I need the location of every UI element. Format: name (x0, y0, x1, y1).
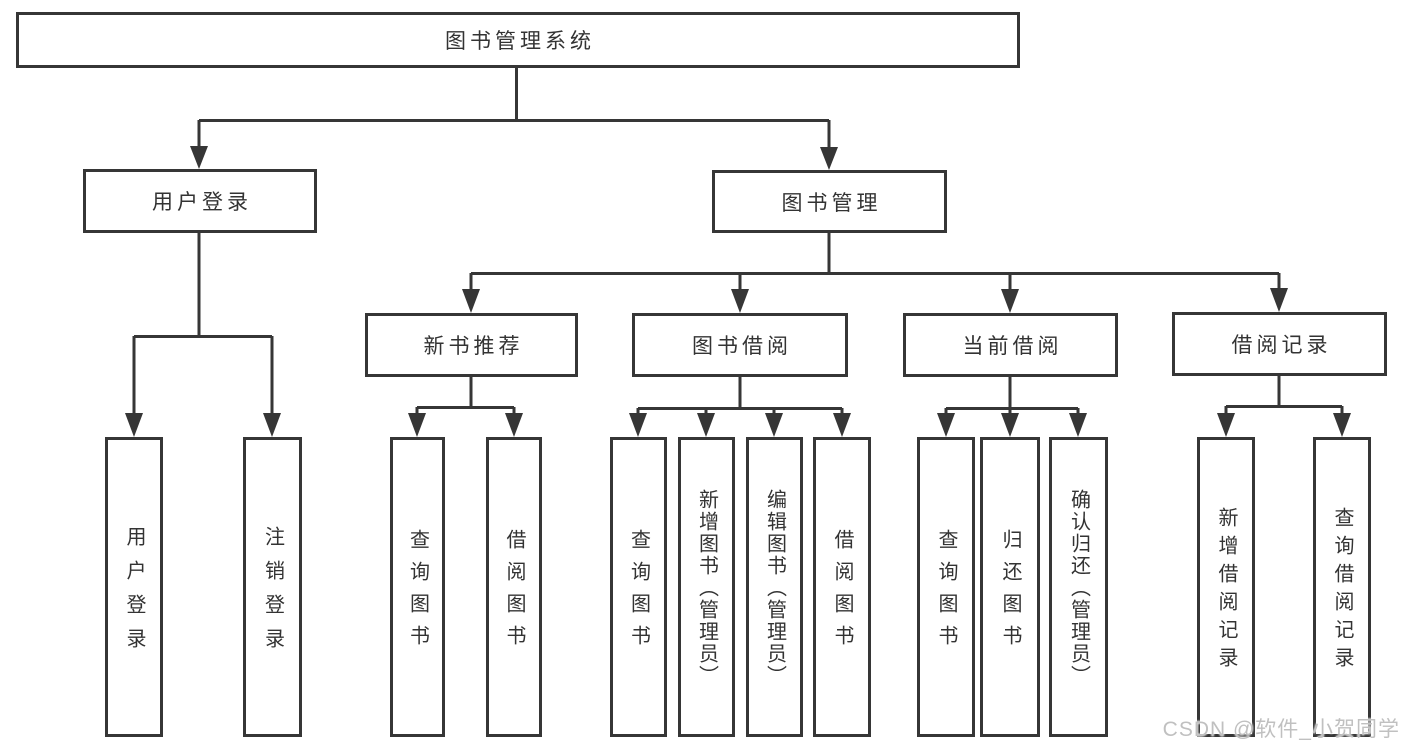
node-leaf-query-borrow-record: 查询借阅记录 (1313, 437, 1371, 737)
node-leaf-query-books-2: 查询图书 (610, 437, 667, 737)
leaf-label: 用户登录 (123, 526, 145, 662)
arrowhead (462, 289, 480, 313)
node-current-borrow: 当前借阅 (903, 313, 1118, 377)
leaf-label: 查询图书 (406, 529, 429, 657)
arrowhead (1069, 413, 1087, 437)
csdn-watermark: CSDN @软件_小贺同学 (1162, 718, 1400, 741)
node-new-book: 新书推荐 (365, 313, 578, 377)
node-root: 图书管理系统 (16, 12, 1020, 68)
node-leaf-add-borrow-record: 新增借阅记录 (1197, 437, 1255, 737)
node-leaf-borrow-books-2: 借阅图书 (813, 437, 871, 737)
node-new-book-label: 新书推荐 (423, 335, 524, 358)
arrowhead (765, 413, 783, 437)
leaf-label: 借阅图书 (503, 529, 525, 657)
edge-book-borrow-to-leaves (629, 377, 851, 437)
arrowhead (820, 147, 838, 170)
leaf-label: 注销登录 (261, 526, 284, 662)
leaf-label: 编辑图书（管理员） (763, 489, 786, 687)
arrowhead (125, 413, 143, 437)
leaf-label: 新增图书（管理员） (695, 489, 718, 687)
arrowhead (1001, 413, 1019, 437)
node-leaf-borrow-books-1: 借阅图书 (486, 437, 542, 737)
node-leaf-logout: 注销登录 (243, 437, 302, 737)
leaf-label: 查询图书 (935, 529, 957, 657)
node-user-login: 用户登录 (83, 169, 317, 233)
leaf-label: 新增借阅记录 (1215, 507, 1237, 675)
arrowhead (1270, 288, 1288, 312)
leaf-label: 确认归还（管理员） (1067, 489, 1090, 687)
leaf-label: 归还图书 (999, 529, 1021, 657)
node-book-mgmt-label: 图书管理 (781, 191, 882, 215)
node-leaf-query-books-3: 查询图书 (917, 437, 975, 737)
arrowhead (697, 413, 715, 437)
leaf-label: 借阅图书 (831, 529, 853, 657)
node-book-borrow: 图书借阅 (632, 313, 848, 377)
arrowhead (833, 413, 851, 437)
node-leaf-return-books: 归还图书 (980, 437, 1040, 737)
node-leaf-user-login: 用户登录 (105, 437, 163, 737)
arrowhead (190, 146, 208, 169)
node-book-mgmt: 图书管理 (712, 170, 947, 233)
edge-user-login-to-leaves (125, 232, 281, 437)
arrowhead (629, 413, 647, 437)
node-user-login-label: 用户登录 (152, 191, 252, 214)
edge-book-mgmt-to-level3 (462, 233, 1288, 313)
node-leaf-add-books-admin: 新增图书（管理员） (678, 437, 735, 737)
leaf-label: 查询图书 (627, 529, 650, 657)
edge-root-to-level2 (190, 67, 838, 170)
node-borrow-record-label: 借阅记录 (1231, 334, 1332, 357)
node-leaf-confirm-return-admin: 确认归还（管理员） (1049, 437, 1108, 737)
node-leaf-query-books-1: 查询图书 (390, 437, 445, 737)
edge-borrow-record-to-leaves (1217, 376, 1351, 437)
node-root-label: 图书管理系统 (445, 30, 595, 53)
leaf-label: 查询借阅记录 (1331, 507, 1353, 675)
edge-current-borrow-to-leaves (937, 377, 1087, 437)
arrowhead (1001, 289, 1019, 313)
edge-new-book-to-leaves (408, 377, 523, 437)
arrowhead (263, 413, 281, 437)
arrowhead (1217, 413, 1235, 437)
arrowhead (937, 413, 955, 437)
node-borrow-record: 借阅记录 (1172, 312, 1387, 376)
arrowhead (731, 289, 749, 313)
node-leaf-edit-books-admin: 编辑图书（管理员） (746, 437, 803, 737)
node-current-borrow-label: 当前借阅 (962, 335, 1063, 358)
arrowhead (1333, 413, 1351, 437)
arrowhead (408, 413, 426, 437)
node-book-borrow-label: 图书借阅 (692, 335, 792, 358)
arrowhead (505, 413, 523, 437)
